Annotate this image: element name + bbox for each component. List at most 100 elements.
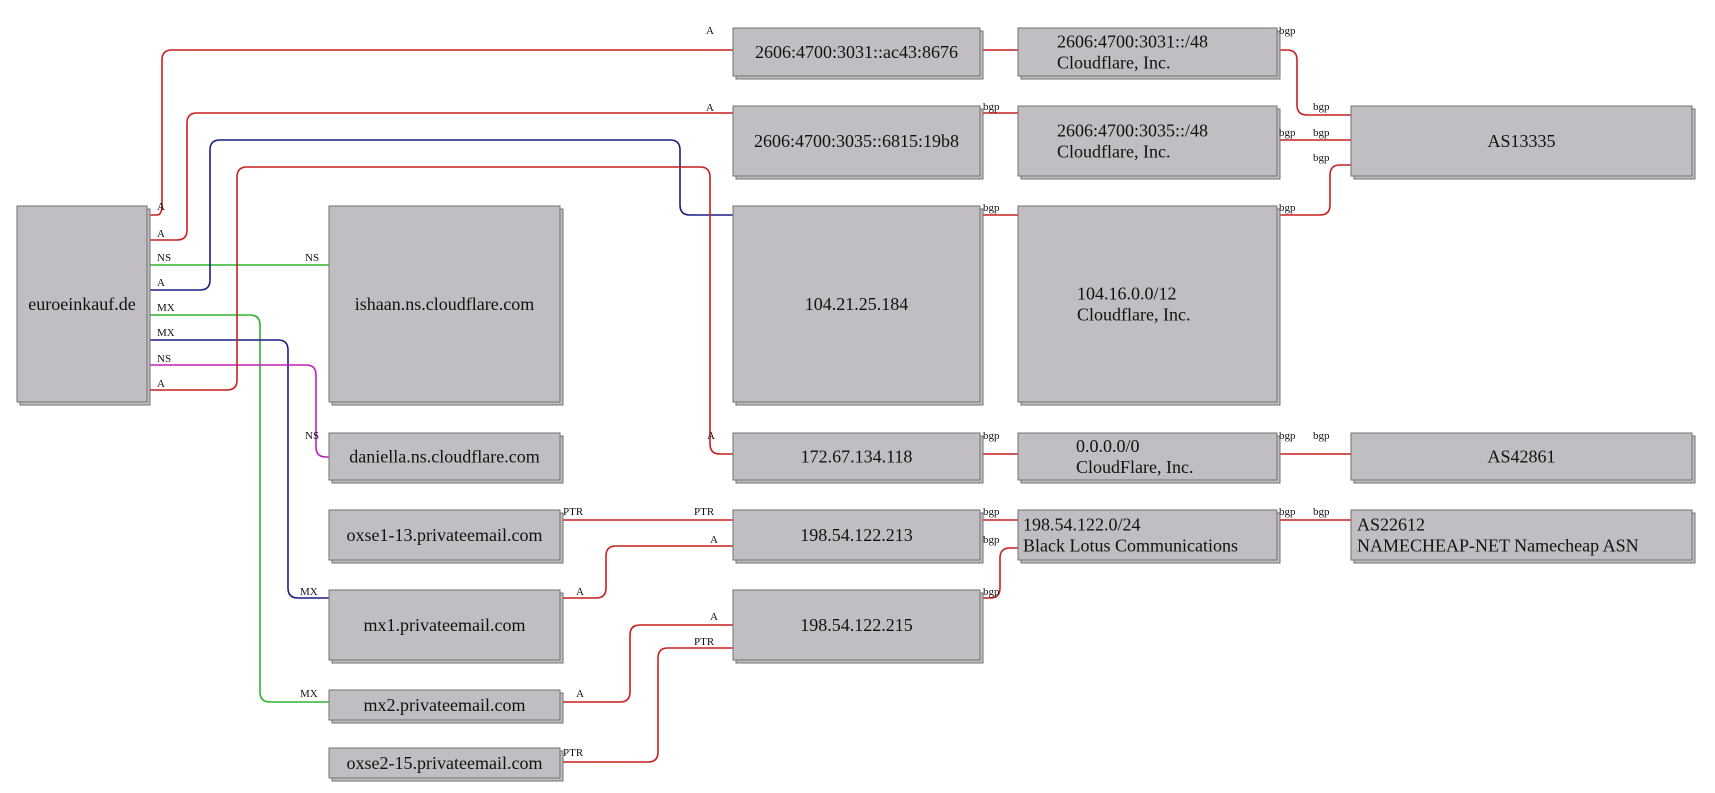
node-box [328, 589, 561, 661]
edge-label-tail: A [157, 201, 165, 213]
node-label: 2606:4700:3035::6815:19b8 [754, 131, 959, 151]
node-box [1017, 509, 1278, 561]
edge-label-head: PTR [694, 636, 715, 648]
node-box [1017, 105, 1278, 177]
node-ip4b: 172.67.134.118 [732, 432, 984, 484]
node-label: NAMECHEAP-NET Namecheap ASN [1357, 536, 1639, 556]
edge-mx1-ip4c [560, 545, 733, 599]
node-box [732, 205, 981, 403]
node-ptr1: oxse1-13.privateemail.com [328, 509, 564, 564]
edge-dom-mx2 [147, 314, 329, 703]
node-box [1017, 205, 1278, 403]
node-label: Cloudflare, Inc. [1057, 142, 1170, 162]
edge-label-tail: PTR [563, 747, 584, 759]
edge-dom-ns2 [147, 364, 329, 458]
node-ns1: ishaan.ns.cloudflare.com [328, 205, 564, 406]
node-label: Cloudflare, Inc. [1057, 53, 1170, 73]
node-label: 198.54.122.215 [800, 615, 913, 635]
node-box [1350, 509, 1693, 561]
edge-label-tail: MX [157, 327, 175, 339]
edges-layer [147, 49, 1351, 763]
edge-label-head: A [706, 25, 714, 37]
node-label: 2606:4700:3031::ac43:8676 [755, 42, 958, 62]
node-ip4d: 198.54.122.215 [732, 589, 984, 664]
node-label: AS42861 [1487, 447, 1555, 467]
node-ptr2: oxse2-15.privateemail.com [328, 747, 564, 782]
node-box [328, 432, 561, 481]
edge-ptr2-ip4d [560, 647, 733, 763]
edge-label-head: A [710, 534, 718, 546]
node-mx2: mx2.privateemail.com [328, 689, 564, 724]
edge-dom-mx1 [147, 339, 329, 599]
node-ip6a: 2606:4700:3031::ac43:8676 [732, 27, 984, 80]
node-as2: AS42861 [1350, 432, 1696, 484]
edge-mx2-ip4d [560, 624, 733, 703]
edge-label-head: PTR [694, 506, 715, 518]
edge-label-tail: bgp [1279, 430, 1296, 442]
edge-label-tail: A [157, 378, 165, 390]
node-box [1350, 105, 1693, 177]
node-as1: AS13335 [1350, 105, 1696, 180]
node-domain: euroeinkauf.de [16, 205, 151, 406]
edge-label-head: MX [300, 688, 318, 700]
nodes-layer: euroeinkauf.de ishaan.ns.cloudflare.com da… [16, 27, 1696, 782]
edge-label-tail: A [157, 228, 165, 240]
edge-pfx6a-as1 [1277, 49, 1351, 116]
node-box [1017, 27, 1278, 77]
node-label: 2606:4700:3035::/48 [1057, 121, 1208, 141]
edge-label-head: bgp [1313, 430, 1330, 442]
node-box [328, 747, 561, 779]
edge-label-head: NS [305, 252, 319, 264]
edge-dom-ip6b [147, 112, 733, 241]
node-label: daniella.ns.cloudflare.com [349, 447, 539, 467]
edge-pfx4a-as1 [1277, 164, 1351, 216]
edge-label-tail: NS [157, 353, 171, 365]
node-ip4c: 198.54.122.213 [732, 509, 984, 564]
node-label: 198.54.122.213 [800, 525, 913, 545]
node-label: 198.54.122.0/24 [1023, 515, 1141, 535]
edge-ip4d-pfx4c [980, 547, 1018, 599]
edge-label-head: bgp [1313, 152, 1330, 164]
node-label: mx2.privateemail.com [364, 695, 526, 715]
edge-label-tail: A [576, 688, 584, 700]
edge-label-tail: bgp [1279, 506, 1296, 518]
node-box [328, 509, 561, 561]
node-label: 104.16.0.0/12 [1077, 284, 1177, 304]
node-label: euroeinkauf.de [28, 294, 135, 314]
node-box [732, 589, 981, 661]
edge-label-head: A [706, 102, 714, 114]
edge-label-tail: A [576, 586, 584, 598]
edge-label-tail: PTR [563, 506, 584, 518]
node-ns2: daniella.ns.cloudflare.com [328, 432, 564, 484]
node-box [1350, 432, 1693, 481]
edge-dom-ip4b [147, 166, 733, 455]
edge-label-tail: bgp [1279, 25, 1296, 37]
node-box [732, 27, 981, 77]
node-box [328, 689, 561, 721]
node-ip4a: 104.21.25.184 [732, 205, 984, 406]
edge-label-tail: bgp [1279, 127, 1296, 139]
node-label: oxse1-13.privateemail.com [347, 525, 543, 545]
edge-label-head: A [707, 430, 715, 442]
edge-label-tail: MX [157, 302, 175, 314]
edge-label-head: bgp [983, 534, 1000, 546]
edge-label-tail: NS [157, 252, 171, 264]
node-mx1: mx1.privateemail.com [328, 589, 564, 664]
node-label: Black Lotus Communications [1023, 536, 1238, 556]
edge-label-tail: bgp [983, 430, 1000, 442]
node-ip6b: 2606:4700:3035::6815:19b8 [732, 105, 984, 180]
edge-label-tail: bgp [983, 101, 1000, 113]
node-label: 2606:4700:3031::/48 [1057, 32, 1208, 52]
edge-label-head: A [710, 611, 718, 623]
edge-dom-ip6a [147, 49, 733, 216]
edge-label-head: bgp [1313, 127, 1330, 139]
edge-label-tail: bgp [983, 586, 1000, 598]
node-label: oxse2-15.privateemail.com [347, 753, 543, 773]
